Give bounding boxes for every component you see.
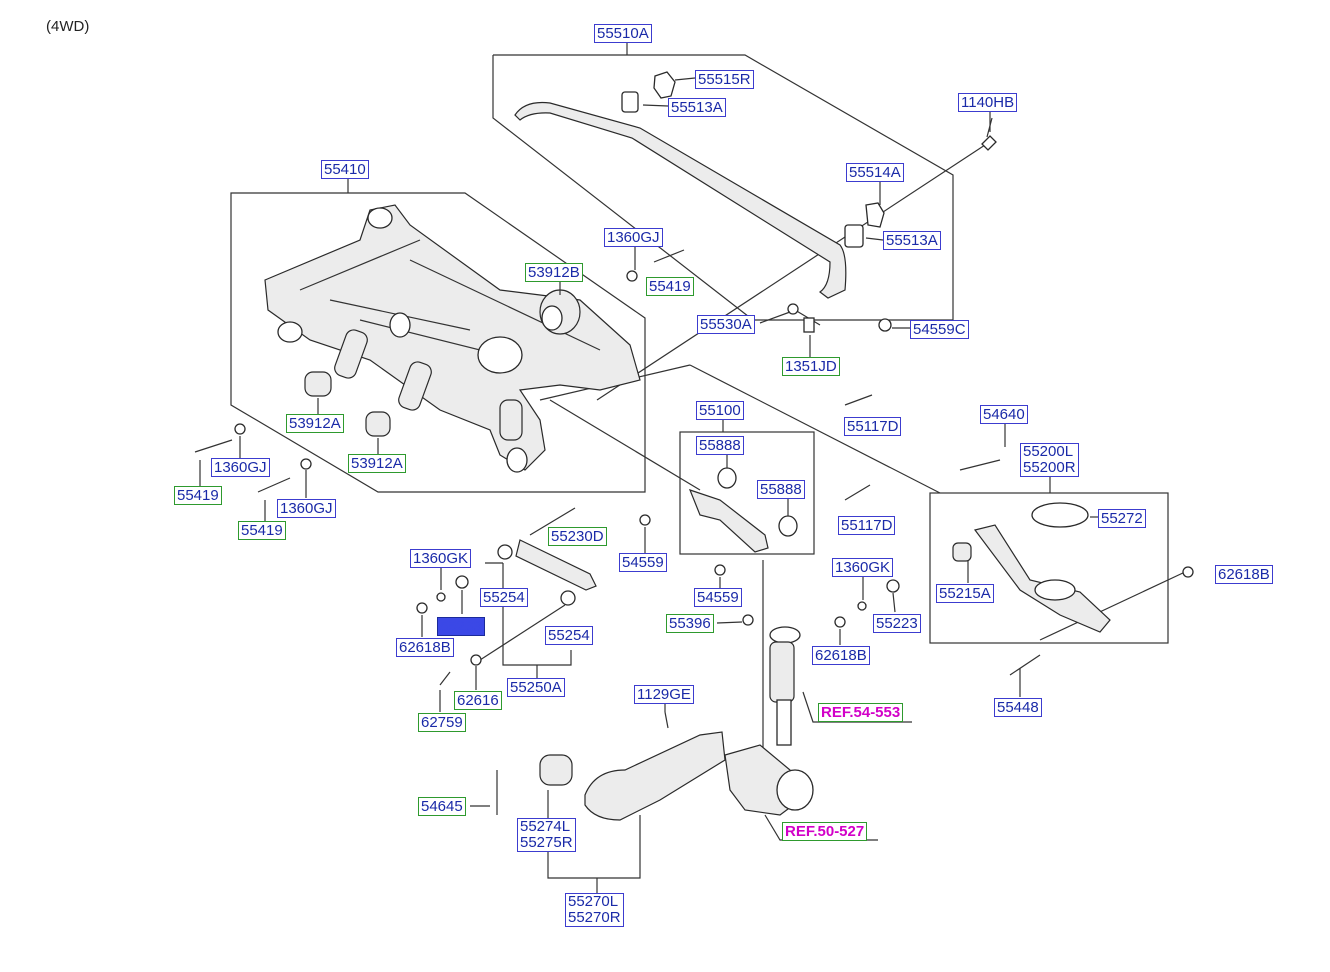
part-label-55223[interactable]: 55223 bbox=[873, 614, 921, 633]
reference-link-54-553[interactable]: REF.54-553 bbox=[818, 703, 904, 722]
lower-arm-group-box bbox=[929, 492, 1169, 644]
part-label-62759[interactable]: 62759 bbox=[418, 713, 466, 732]
drivetrain-caption: (4WD) bbox=[46, 18, 90, 35]
part-label-55515R[interactable]: 55515R bbox=[695, 70, 754, 89]
part-label-1140HB[interactable]: 1140HB bbox=[958, 93, 1018, 112]
part-label-55254-bottom[interactable]: 55254 bbox=[545, 626, 593, 645]
part-label-55888-top[interactable]: 55888 bbox=[696, 436, 744, 455]
part-label-1360GJ-left[interactable]: 1360GJ bbox=[211, 458, 270, 477]
part-label-55250A[interactable]: 55250A bbox=[507, 678, 565, 697]
part-label-55419-bottom[interactable]: 55419 bbox=[238, 521, 286, 540]
part-label-55272[interactable]: 55272 bbox=[1098, 509, 1146, 528]
part-label-55419-top[interactable]: 55419 bbox=[646, 277, 694, 296]
part-label-55510A[interactable]: 55510A bbox=[594, 24, 652, 43]
part-label-54645[interactable]: 54645 bbox=[418, 797, 466, 816]
part-label-1351JD[interactable]: 1351JD bbox=[782, 357, 840, 376]
part-label-55513A-right[interactable]: 55513A bbox=[883, 231, 941, 250]
part-label-55448[interactable]: 55448 bbox=[994, 698, 1042, 717]
part-label-54559-bottom[interactable]: 54559 bbox=[694, 588, 742, 607]
upper-arm-group-box bbox=[679, 431, 815, 555]
part-label-1129GE[interactable]: 1129GE bbox=[634, 685, 694, 704]
part-label-53912A-right[interactable]: 53912A bbox=[348, 454, 406, 473]
crossmember-group-box bbox=[230, 192, 646, 493]
part-label-54559-left[interactable]: 54559 bbox=[619, 553, 667, 572]
part-label-55117D-top[interactable]: 55117D bbox=[844, 417, 902, 436]
part-label-55230D[interactable]: 55230D bbox=[548, 527, 607, 546]
part-label-55888-right[interactable]: 55888 bbox=[757, 480, 805, 499]
part-label-1360GJ-bottom[interactable]: 1360GJ bbox=[277, 499, 336, 518]
part-label-1360GJ-top[interactable]: 1360GJ bbox=[604, 228, 663, 247]
part-label-1360GK-left[interactable]: 1360GK bbox=[410, 549, 472, 568]
part-label-55270[interactable]: 55270L 55270R bbox=[565, 893, 624, 927]
part-label-54640[interactable]: 54640 bbox=[980, 405, 1028, 424]
part-label-53912B[interactable]: 53912B bbox=[525, 263, 583, 282]
part-label-54559C[interactable]: 54559C bbox=[910, 320, 969, 339]
stabilizer-bar-shape bbox=[514, 101, 847, 299]
part-label-55419-left[interactable]: 55419 bbox=[174, 486, 222, 505]
part-label-1360GK-right[interactable]: 1360GK bbox=[832, 558, 894, 577]
part-label-62618B-mid[interactable]: 62618B bbox=[812, 646, 870, 665]
part-label-55233-selected[interactable]: 55233 bbox=[437, 617, 485, 636]
part-label-55513A-top[interactable]: 55513A bbox=[668, 98, 726, 117]
part-label-55215A[interactable]: 55215A bbox=[936, 584, 994, 603]
part-label-55410[interactable]: 55410 bbox=[321, 160, 369, 179]
part-label-62616[interactable]: 62616 bbox=[454, 691, 502, 710]
part-label-62618B-right[interactable]: 62618B bbox=[1215, 565, 1273, 584]
part-label-55514A[interactable]: 55514A bbox=[846, 163, 904, 182]
part-label-55100[interactable]: 55100 bbox=[696, 401, 744, 420]
part-label-55530A[interactable]: 55530A bbox=[697, 315, 755, 334]
part-label-55200[interactable]: 55200L 55200R bbox=[1020, 443, 1079, 477]
part-label-55117D-bottom[interactable]: 55117D bbox=[838, 516, 896, 535]
part-label-55254-top[interactable]: 55254 bbox=[480, 588, 528, 607]
part-label-62618B-left[interactable]: 62618B bbox=[396, 638, 454, 657]
crossmember bbox=[264, 204, 641, 473]
part-label-53912A-left[interactable]: 53912A bbox=[286, 414, 344, 433]
part-label-55274[interactable]: 55274L 55275R bbox=[517, 818, 576, 852]
part-label-55396[interactable]: 55396 bbox=[666, 614, 714, 633]
reference-link-50-527[interactable]: REF.50-527 bbox=[782, 822, 868, 841]
